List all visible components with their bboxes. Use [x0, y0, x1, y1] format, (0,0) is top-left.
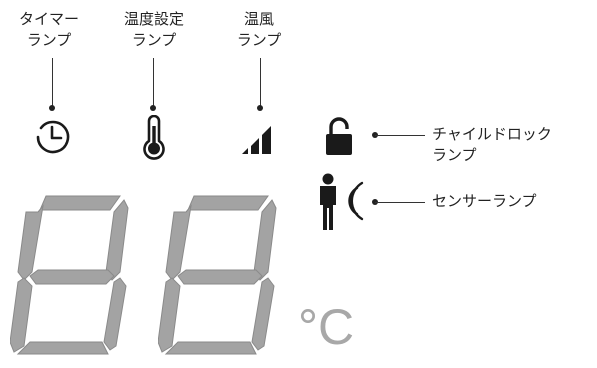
- timer-leader-dot: [49, 105, 55, 111]
- sensor-lamp-label-line1: センサーランプ: [432, 192, 537, 210]
- digit2-segment-g: [177, 269, 263, 285]
- digit2-segment-c: [251, 277, 275, 351]
- temp-setting-lamp-label-line1: 温度設定: [123, 10, 184, 28]
- digit2-segment-b: [253, 199, 277, 281]
- temp-setting-lamp-label: 温度設定 ランプ: [113, 9, 195, 51]
- digit1-segment-f: [17, 204, 44, 281]
- child-lock-lamp-label-line1: チャイルドロック: [432, 125, 552, 143]
- signal-bars-icon: [240, 118, 280, 158]
- digit1-segment-e: [10, 277, 33, 353]
- fan-lamp-label: 温風 ランプ: [218, 9, 300, 51]
- fan-leader-line: [260, 58, 261, 108]
- unlocked-padlock-icon: [324, 116, 354, 158]
- timer-leader-line: [52, 58, 53, 108]
- temp-setting-lamp-label-line2: ランプ: [131, 31, 177, 49]
- person-sensor-icon: [312, 172, 376, 234]
- fan-lamp-label-line2: ランプ: [236, 31, 282, 49]
- digit2-segment-d: [164, 341, 257, 355]
- timer-lamp-label-line1: タイマー: [18, 10, 79, 28]
- sensor-lamp-label: センサーランプ: [432, 191, 537, 212]
- child-lock-lamp-label-line2: ランプ: [432, 146, 477, 164]
- clock-icon: [32, 116, 74, 158]
- timer-lamp-label: タイマー ランプ: [8, 9, 90, 51]
- digit1-segment-d: [16, 341, 109, 355]
- fan-lamp-label-line1: 温風: [243, 10, 274, 28]
- digit1-segment-a: [39, 195, 121, 211]
- digit1-segment-g: [29, 269, 115, 285]
- sensor-leader-line: [375, 202, 425, 203]
- digit2-segment-f: [165, 204, 192, 281]
- seven-segment-digit-2: [158, 190, 288, 360]
- digit2-segment-e: [158, 277, 181, 353]
- child-lock-lamp-label: チャイルドロック ランプ: [432, 124, 552, 166]
- child-lock-leader-line: [375, 135, 425, 136]
- seven-segment-digit-1: [10, 190, 140, 360]
- celsius-unit: °C: [298, 299, 355, 355]
- fan-leader-dot: [257, 105, 263, 111]
- temp-leader-dot: [150, 105, 156, 111]
- temp-leader-line: [153, 58, 154, 108]
- digit1-segment-c: [103, 277, 127, 351]
- timer-lamp-label-line2: ランプ: [26, 31, 72, 49]
- digit1-segment-b: [105, 199, 129, 281]
- digit2-segment-a: [187, 195, 269, 211]
- thermometer-icon: [140, 115, 168, 160]
